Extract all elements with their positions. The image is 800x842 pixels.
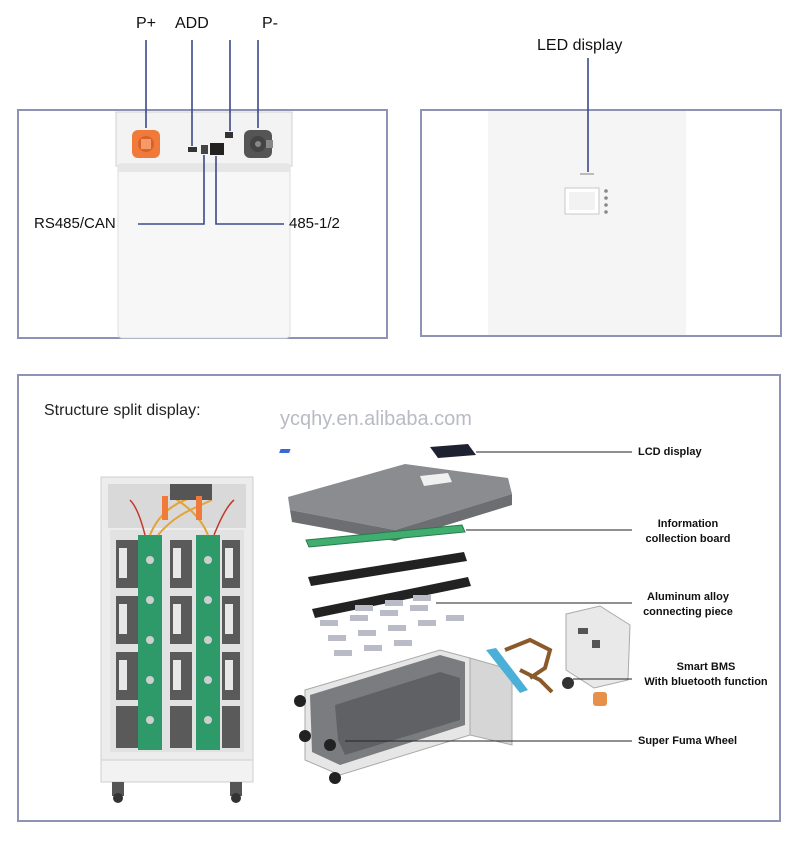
component-leader-lines <box>345 451 632 742</box>
smart-bms-part <box>486 605 631 706</box>
add-label: ADD <box>175 15 209 32</box>
wheels-part <box>294 695 341 784</box>
positive-terminal-icon <box>132 130 160 158</box>
aluminum-pieces-part <box>320 595 464 656</box>
rs485-can-port-icon <box>201 145 208 154</box>
smart-bms-label: Smart BMS With bluetooth function <box>634 660 778 690</box>
aluminum-label-line1: Aluminum alloy <box>647 591 729 603</box>
information-collection-board-part <box>305 524 466 548</box>
housing-tray-part <box>304 649 513 776</box>
led-unit-illustration <box>488 111 686 335</box>
port-485-label: 485-1/2 <box>289 215 340 232</box>
open-cabinet-illustration <box>100 476 254 803</box>
lcd-display-label: LCD display <box>638 446 702 458</box>
led-display-label: LED display <box>537 37 623 54</box>
exploded-parts-illustration <box>279 444 631 784</box>
structure-title: Structure split display: <box>44 402 201 419</box>
aluminum-label-line2: connecting piece <box>643 606 733 618</box>
super-fuma-wheel-label: Super Fuma Wheel <box>638 735 738 747</box>
black-busbar-part-2 <box>312 577 471 618</box>
lcd-display-part <box>279 444 476 458</box>
aluminum-connecting-piece-label: Aluminum alloy connecting piece <box>628 590 748 620</box>
info-board-label-line1: Information <box>657 518 719 530</box>
ports-leader-lines <box>138 40 284 225</box>
information-collection-board-label: Information collection board <box>628 517 748 547</box>
p-plus-label: P+ <box>136 15 157 32</box>
info-board-label-line2: collection board <box>645 533 731 545</box>
rs485-can-label: RS485/CAN <box>34 215 116 232</box>
black-busbar-part-1 <box>308 552 467 586</box>
battery-top-illustration <box>115 111 293 339</box>
port-485-icon <box>210 143 224 155</box>
add-dip-switch-icon <box>188 147 197 152</box>
status-led-icon <box>225 132 233 138</box>
top-cover-part <box>288 464 512 541</box>
bms-label-line2: With bluetooth function <box>644 676 768 688</box>
p-minus-label: P- <box>262 15 278 32</box>
watermark-text: ycqhy.en.alibaba.com <box>280 408 472 430</box>
negative-terminal-icon <box>244 130 273 158</box>
bms-label-line1: Smart BMS <box>676 661 736 673</box>
